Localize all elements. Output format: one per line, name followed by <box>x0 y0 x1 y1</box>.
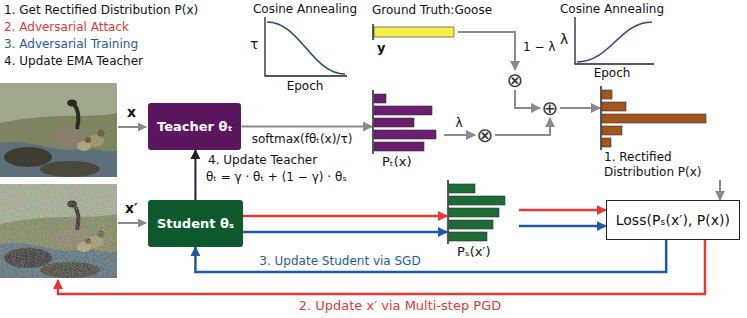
multiply-symbol: ⊗ <box>475 125 495 145</box>
probability-bar <box>449 232 487 241</box>
adversarial-image <box>0 184 117 278</box>
probability-bar <box>449 208 499 217</box>
connector-arrow <box>195 240 666 272</box>
connector-arrow <box>495 118 550 135</box>
probability-bar <box>374 27 454 37</box>
add-symbol: ⊕ <box>540 98 560 118</box>
connector-arrow <box>519 225 606 228</box>
node-label: y <box>372 40 458 55</box>
plot-axes <box>265 17 347 76</box>
connector-arrow <box>194 150 196 200</box>
student-box: Student θₛ <box>148 200 243 247</box>
connector-arrow <box>719 180 721 200</box>
ground-truth-bar: y <box>372 24 458 55</box>
node-label: Loss(Pₛ(x′), P(x)) <box>616 212 730 228</box>
connector-arrow <box>243 215 447 218</box>
probability-bar <box>602 90 612 99</box>
operator-symbol: ⊕ <box>542 98 559 118</box>
step-note: 1. Get Rectified Distribution P(x) <box>4 3 198 18</box>
probability-bar <box>374 118 414 127</box>
axis-label: Epoch <box>287 79 324 94</box>
bar-chart <box>372 24 458 40</box>
bar-chart <box>447 180 519 244</box>
attack-update-label: 2. Update x′ via Multi-step PGD <box>299 298 502 313</box>
lambda-curve <box>577 22 652 62</box>
axis-label: Epoch <box>594 66 631 81</box>
connector-arrow <box>515 90 540 108</box>
chart-axis <box>447 180 449 244</box>
chart-axis <box>600 86 602 150</box>
teacher-distribution: Pₜ(x) <box>372 90 444 169</box>
probability-bar <box>374 106 432 115</box>
ema-formula: θₜ = γ · θₜ + (1 − γ) · θₛ <box>206 170 347 185</box>
chart-axis <box>372 24 374 40</box>
connector-arrow <box>243 231 447 234</box>
multiply-symbol: ⊗ <box>505 70 525 90</box>
probability-bar <box>449 196 505 205</box>
probability-bar <box>449 184 475 193</box>
connector-arrow <box>444 134 475 136</box>
connector-arrow <box>458 32 515 70</box>
node-label: Pₛ(x′) <box>447 244 519 259</box>
probability-bar <box>602 126 622 135</box>
edge-label: 4. Update Teacher <box>206 153 319 168</box>
bar-chart <box>600 86 728 150</box>
connector-arrow <box>241 126 372 128</box>
input-label: x <box>127 105 136 120</box>
student-distribution: Pₛ(x′) <box>447 180 519 259</box>
operator-symbol: ⊗ <box>507 70 524 90</box>
input-arrow <box>118 126 146 128</box>
node-label: Teacher θₜ <box>157 119 232 134</box>
attack-update-arrow <box>58 240 705 294</box>
rectified-distribution: 1. Rectified Distribution P(x) <box>600 86 728 180</box>
probability-bar <box>449 220 493 229</box>
input-image <box>0 83 117 177</box>
plot-axes <box>575 17 654 64</box>
chart-axis <box>372 90 374 154</box>
axis-label: τ <box>250 37 258 52</box>
plot-title: Cosine Annealing <box>560 2 664 17</box>
probability-bar <box>602 102 626 111</box>
connector-arrow <box>560 107 600 109</box>
plot-title: Cosine Annealing <box>253 2 357 17</box>
probability-bar <box>374 142 424 151</box>
step-note: 4. Update EMA Teacher <box>4 54 143 69</box>
node-label: Student θₛ <box>157 216 234 231</box>
edge-label: 1 − λ <box>521 40 557 55</box>
step-note: 2. Adversarial Attack <box>4 20 129 35</box>
probability-bar <box>374 130 436 139</box>
probability-bar <box>602 114 706 123</box>
input-label: x′ <box>125 201 138 216</box>
node-label: 1. Rectified Distribution P(x) <box>600 150 728 180</box>
probability-bar <box>602 138 611 147</box>
edge-label: λ <box>453 116 464 131</box>
operator-symbol: ⊗ <box>477 125 494 145</box>
teacher-box: Teacher θₜ <box>148 103 241 150</box>
node-label: Pₜ(x) <box>372 154 444 169</box>
step-note: 3. Adversarial Training <box>4 37 138 52</box>
ground-truth-title: Ground Truth:Goose <box>372 3 492 18</box>
edge-label: softmax(fθₜ(x)/τ) <box>250 132 355 147</box>
bar-chart <box>372 90 444 154</box>
edge-label: 3. Update Student via SGD <box>257 254 422 269</box>
temperature-curve <box>267 22 345 74</box>
connector-arrow <box>519 209 606 212</box>
input-arrow <box>118 222 146 224</box>
loss-box: Loss(Pₛ(x′), P(x)) <box>606 200 740 240</box>
probability-bar <box>374 94 386 103</box>
axis-label: λ <box>560 32 568 47</box>
